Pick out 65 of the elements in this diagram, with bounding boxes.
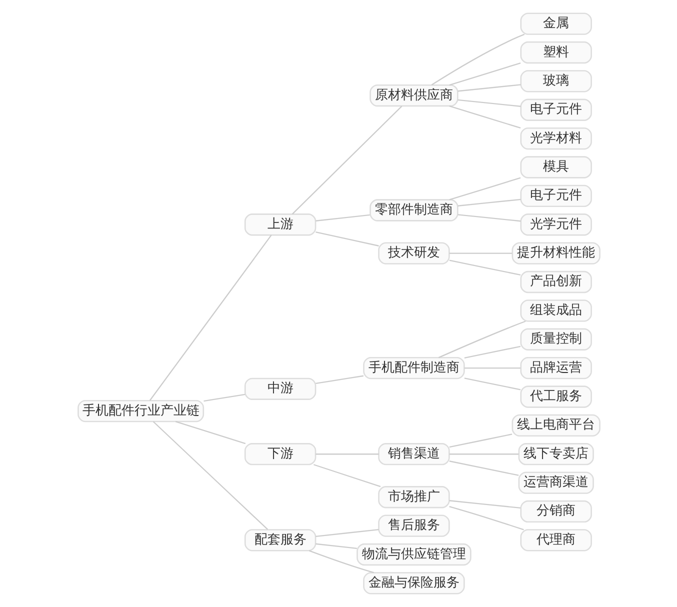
connector (448, 62, 520, 86)
node-box: 手机配件制造商 (362, 356, 464, 380)
connector (291, 106, 402, 214)
node-box: 代理商 (520, 529, 592, 552)
node-box: 线上电商平台 (511, 414, 600, 436)
node-box: 代工服务 (520, 386, 592, 408)
connector (448, 460, 518, 476)
node-box: 光学元件 (520, 214, 592, 236)
connector (430, 34, 524, 86)
connector (457, 214, 520, 222)
connector (148, 234, 272, 401)
node-box: 零部件制造商 (369, 199, 458, 222)
connector (174, 421, 246, 444)
node-box: 销售渠道 (378, 443, 450, 466)
node-box: 售后服务 (378, 514, 450, 537)
connector (448, 434, 512, 448)
node-box: 技术研发 (378, 242, 450, 264)
node-box: 市场推广 (378, 486, 450, 508)
connector (448, 500, 520, 509)
node-box: 上游 (244, 214, 316, 236)
node-box: 金融与保险服务 (362, 572, 464, 594)
node-box: 电子元件 (520, 184, 592, 208)
node-box: 提升材料性能 (511, 242, 600, 264)
connector (457, 99, 520, 107)
connector (308, 550, 374, 574)
connector (152, 421, 268, 530)
connector (448, 260, 520, 276)
node-box: 塑料 (520, 41, 592, 64)
node-box: 质量控制 (520, 328, 592, 350)
node-box: 运营商渠道 (518, 472, 594, 494)
node-box: 模具 (520, 156, 592, 178)
connector (315, 543, 356, 549)
connector (315, 375, 364, 384)
connector (315, 232, 378, 246)
node-box: 物流与供应链管理 (356, 543, 471, 566)
node-box: 组装成品 (520, 300, 592, 322)
connector (457, 84, 520, 92)
node-box: 中游 (244, 378, 316, 400)
connector (438, 320, 526, 358)
node-box: 配套服务 (244, 529, 316, 552)
node-box: 手机配件行业产业链 (77, 400, 204, 422)
connector (315, 214, 370, 222)
connector (448, 105, 520, 129)
node-box: 玻璃 (520, 70, 592, 92)
connector (315, 454, 378, 455)
connector (203, 394, 245, 402)
node-box: 原材料供应商 (369, 84, 458, 107)
node-box: 产品创新 (520, 270, 592, 294)
node-box: 金属 (520, 12, 592, 35)
connector (464, 346, 520, 358)
connector (448, 252, 512, 254)
connector (457, 198, 520, 206)
node-box: 分销商 (520, 500, 592, 523)
connector (464, 378, 520, 390)
node-box: 光学材料 (520, 127, 592, 150)
connector (313, 464, 380, 488)
connector (448, 454, 518, 455)
node-box: 下游 (244, 443, 316, 466)
connector (315, 528, 378, 538)
connector (448, 177, 520, 200)
node-box: 线下专卖店 (518, 443, 594, 466)
connector (464, 367, 520, 369)
node-box: 电子元件 (520, 98, 592, 121)
connector (448, 506, 524, 530)
node-box: 品牌运营 (520, 356, 592, 380)
